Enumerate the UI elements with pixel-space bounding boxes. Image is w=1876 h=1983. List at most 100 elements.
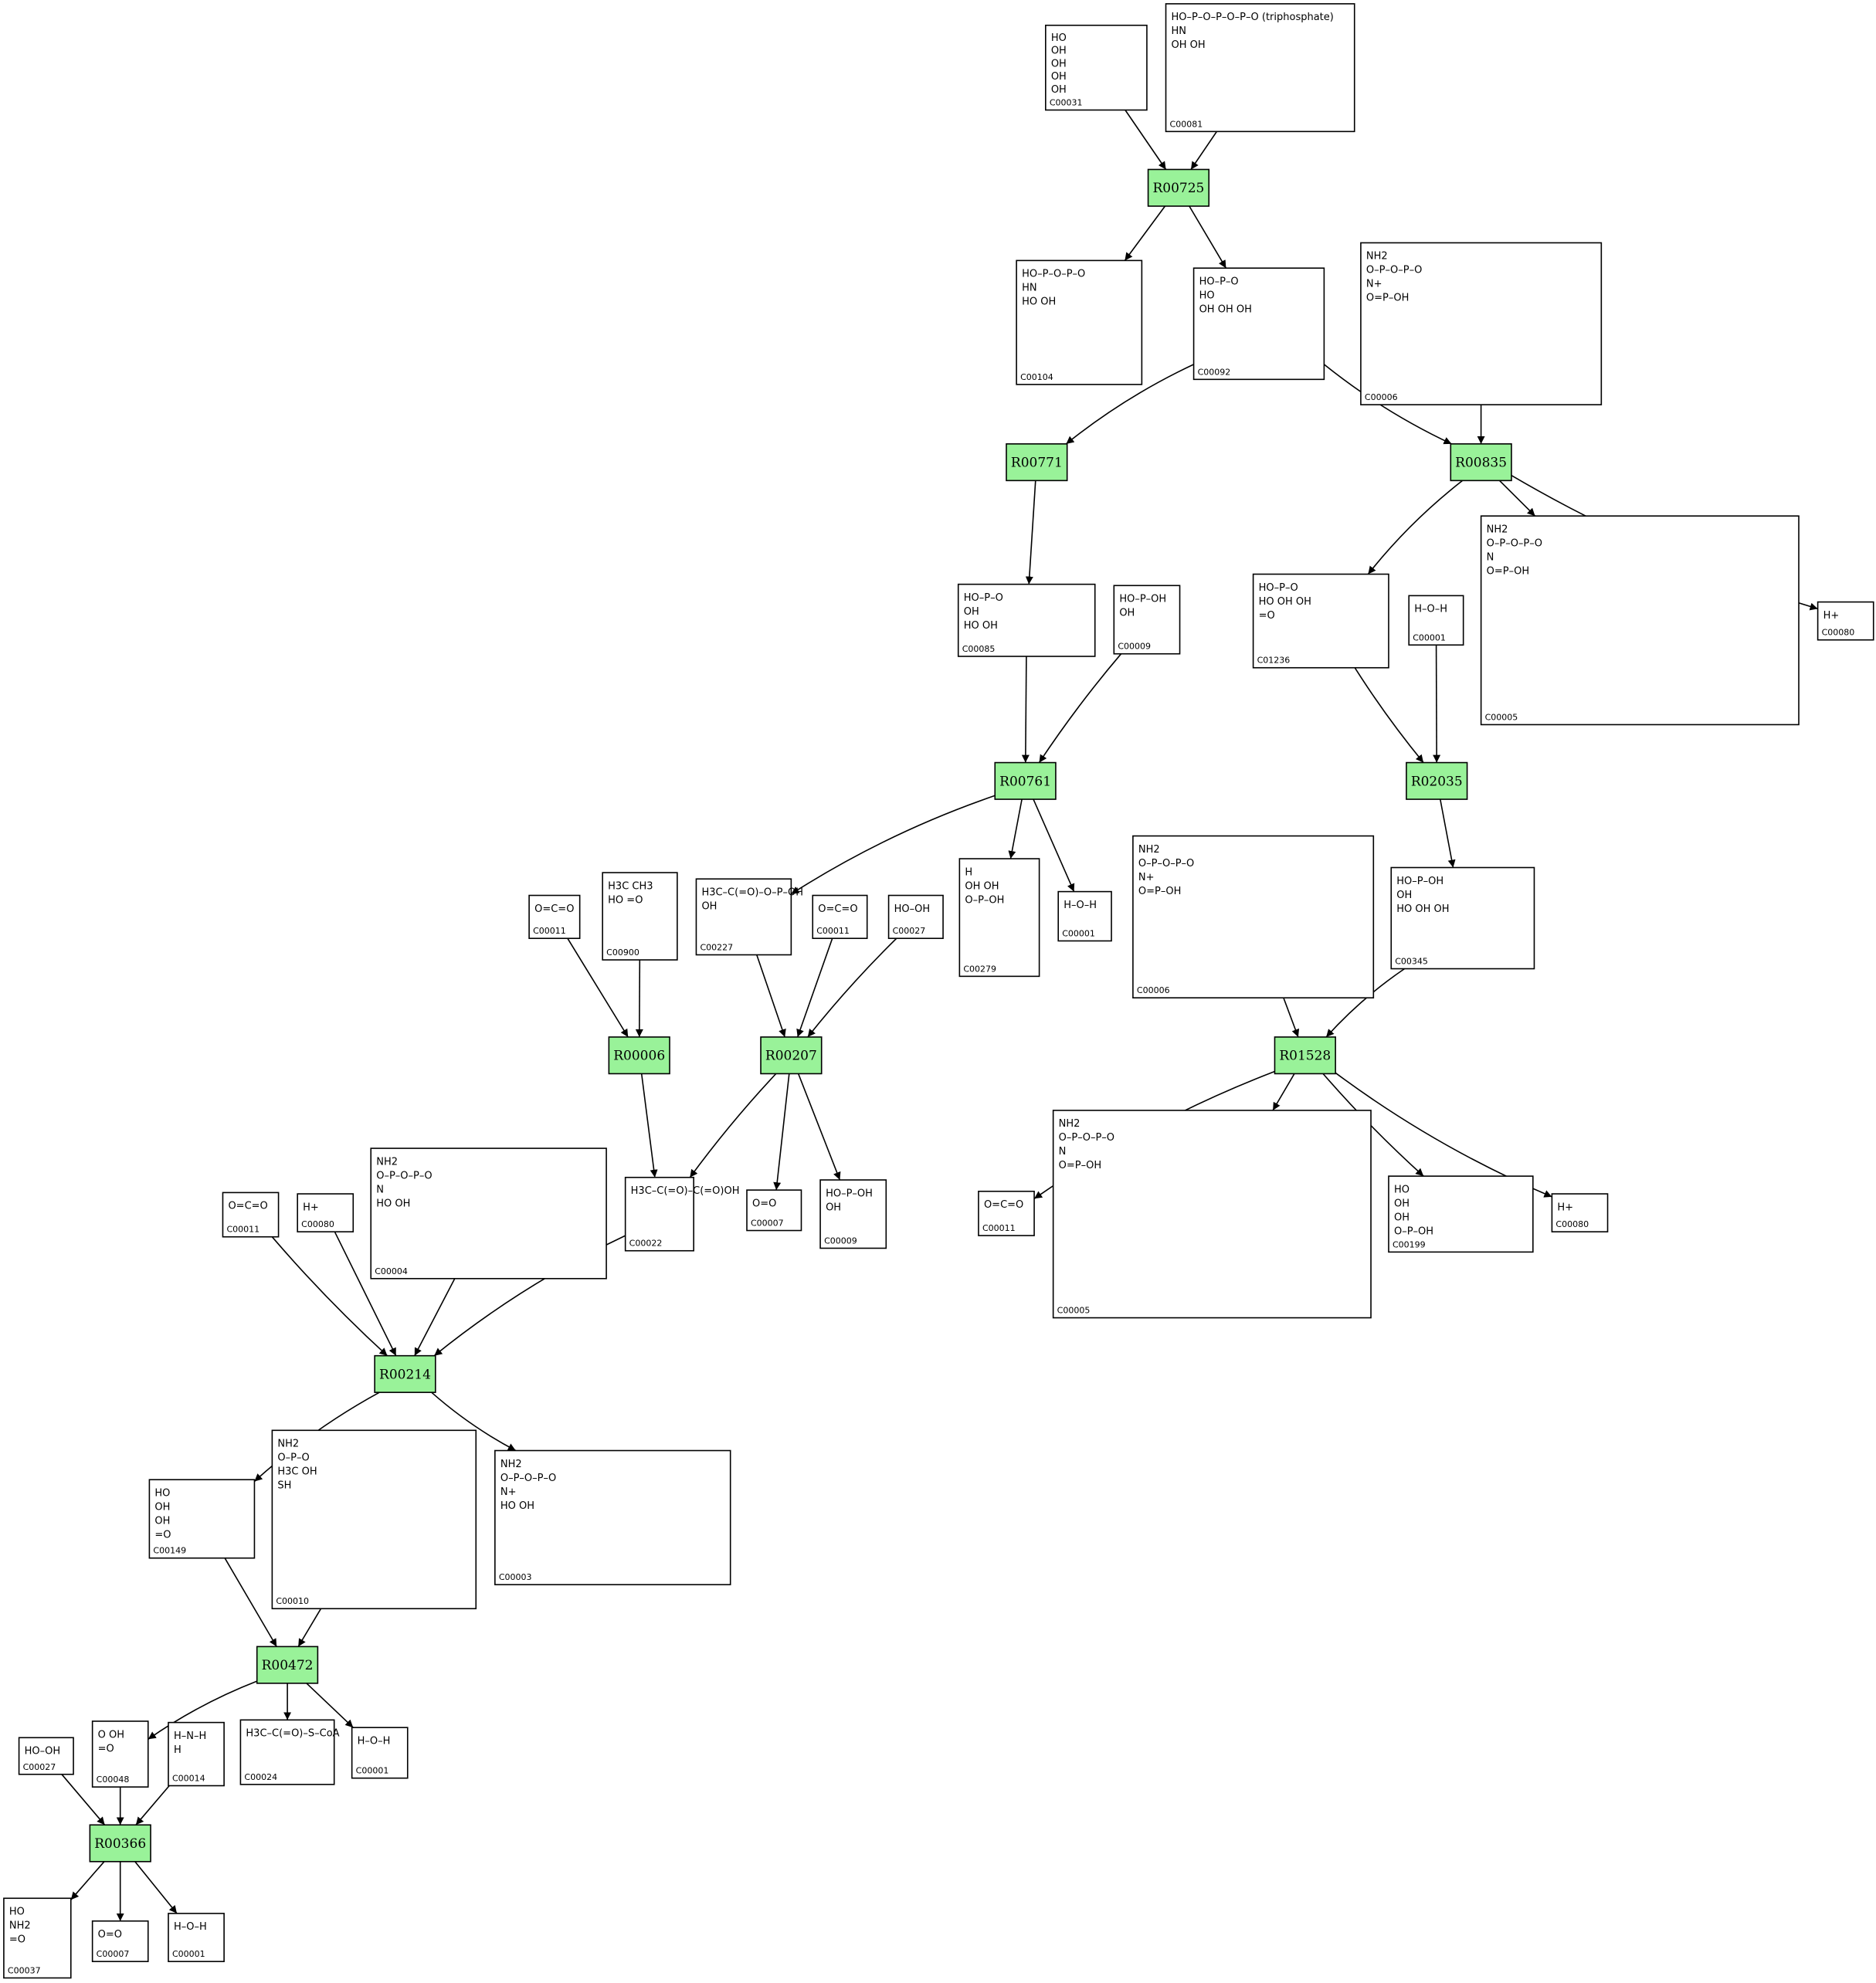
reaction-box (608, 1036, 670, 1075)
reaction-node-r00214[interactable]: R00214 (374, 1354, 436, 1393)
compound-id-label: C00011 (982, 1223, 1016, 1233)
compound-id-label: C00345 (1395, 957, 1428, 967)
compound-structure: H–O–H (1414, 604, 1447, 615)
edge-c36-to-R00366 (135, 1785, 170, 1825)
reaction-node-r00771[interactable]: R00771 (1006, 443, 1068, 482)
edge-R00207-to-c22 (773, 1073, 790, 1191)
reaction-node-r00761[interactable]: R00761 (994, 761, 1057, 800)
reaction-box (1006, 443, 1068, 482)
compound-id-label: C00024 (244, 1772, 277, 1782)
edge-c16-to-R00207 (807, 937, 897, 1038)
compound-id-label: C00005 (1485, 712, 1518, 722)
edge-R00006-to-c21 (640, 1073, 658, 1178)
compound-box (958, 858, 1040, 978)
edge-R00207-to-c23 (797, 1073, 841, 1181)
reaction-box (1274, 1036, 1336, 1075)
reaction-id-label: R00214 (379, 1367, 431, 1382)
compound-id-label: C00104 (1020, 372, 1053, 382)
reaction-node-r00006[interactable]: R00006 (608, 1036, 670, 1075)
edge-c15-to-R00207 (796, 937, 833, 1038)
reaction-node-r00725[interactable]: R00725 (1147, 168, 1210, 207)
compound-node-c00080[interactable]: H+C00080 (1551, 1193, 1609, 1232)
compound-node-c00080[interactable]: H+C00080 (1817, 601, 1874, 641)
compound-box (1408, 595, 1464, 646)
reaction-box (760, 1036, 823, 1075)
compound-id-label: C00001 (1062, 928, 1095, 938)
edge-R00472-to-c35 (148, 1680, 257, 1740)
edge-R00761-to-c14 (790, 795, 996, 895)
reaction-id-label: R00207 (765, 1049, 817, 1064)
compound-box (746, 1189, 802, 1232)
edge-R01528-to-c25 (1272, 1073, 1295, 1111)
reaction-node-r02035[interactable]: R02035 (1406, 761, 1468, 800)
edge-R00366-to-c39 (70, 1861, 105, 1900)
reaction-box (1406, 761, 1468, 800)
compound-box (168, 1721, 225, 1787)
compound-id-label: C00011 (226, 1225, 260, 1235)
compound-id-label: C00001 (356, 1766, 389, 1776)
compound-id-label: C00080 (1822, 628, 1855, 638)
edge-c12-to-R00006 (567, 937, 629, 1038)
compound-id-label: C00011 (533, 926, 566, 936)
reaction-node-r00366[interactable]: R00366 (89, 1824, 151, 1863)
compound-node-c00080[interactable]: H+C00080 (297, 1193, 355, 1232)
compound-box (1052, 1110, 1372, 1319)
reaction-node-r00207[interactable]: R00207 (760, 1036, 823, 1075)
reaction-id-label: R00472 (262, 1658, 314, 1673)
reaction-node-r00472[interactable]: R00472 (256, 1646, 319, 1684)
compound-box (351, 1727, 409, 1779)
reaction-node-r00835[interactable]: R00835 (1450, 443, 1512, 482)
compound-box (1165, 3, 1355, 133)
compound-structure: O OH=O (98, 1729, 124, 1754)
edge-c29-to-R00214 (334, 1231, 397, 1357)
edge-R00771-to-c6 (1025, 480, 1036, 585)
edge-c19-to-R01528 (1283, 997, 1300, 1038)
reaction-id-label: R00006 (613, 1049, 665, 1064)
compound-box (222, 1191, 280, 1238)
reaction-node-r01528[interactable]: R01528 (1274, 1036, 1336, 1075)
